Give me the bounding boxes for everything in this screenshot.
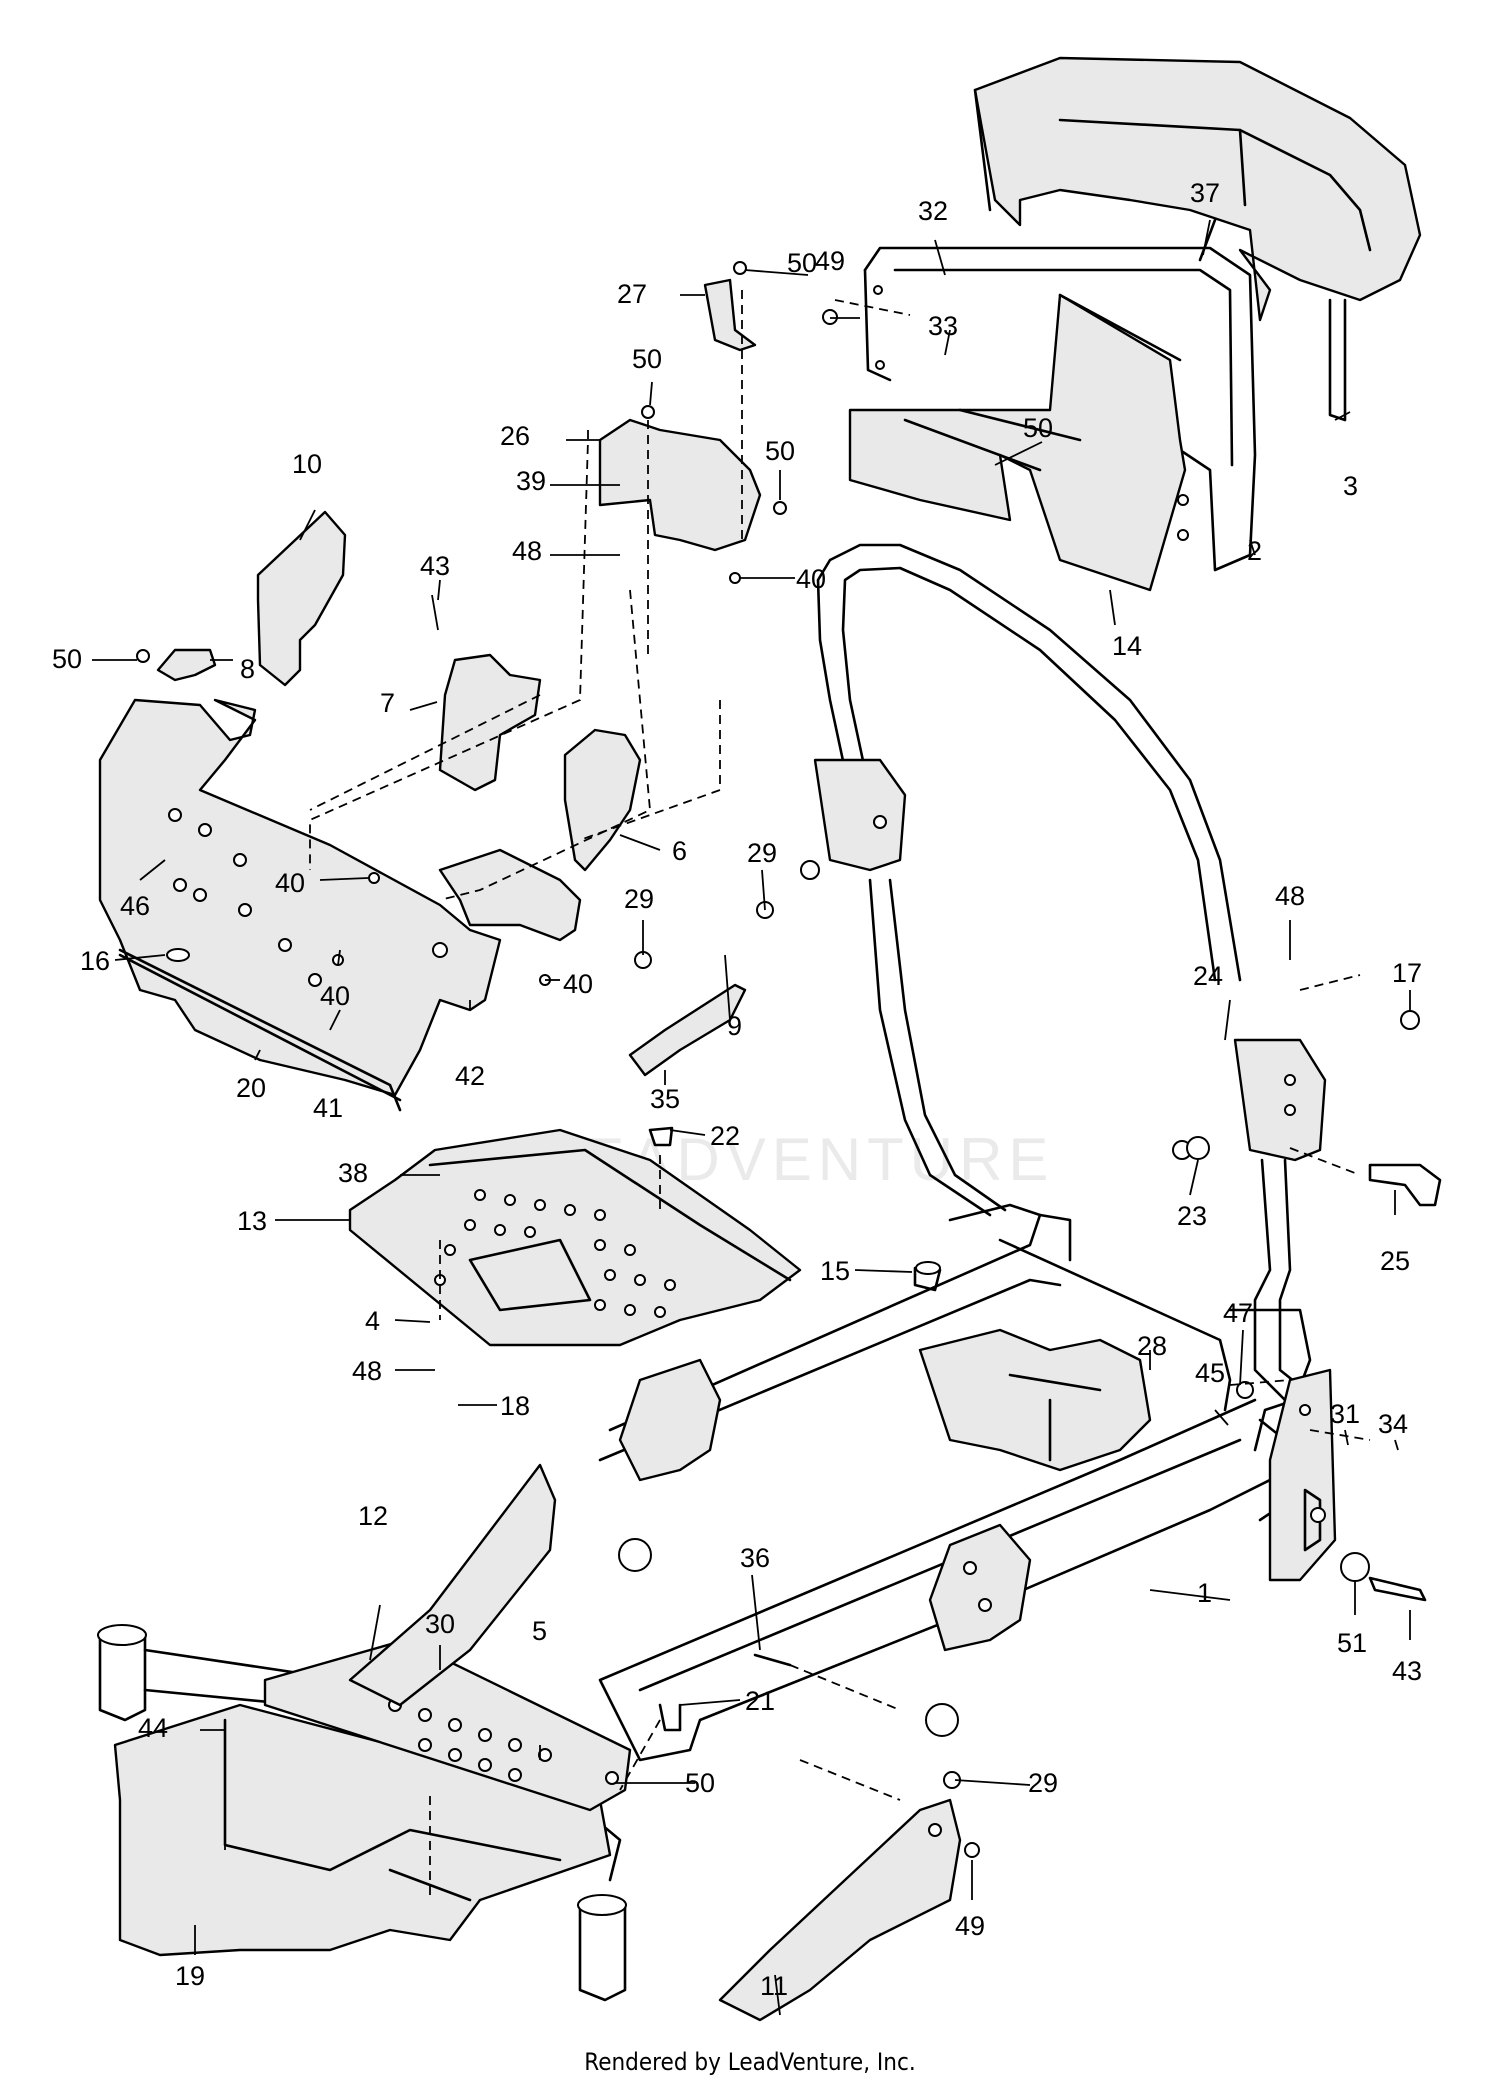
callout-50b: 50 xyxy=(632,344,662,374)
callout-26: 26 xyxy=(500,421,530,451)
callout-46: 46 xyxy=(120,891,150,921)
callout-50d: 50 xyxy=(1023,413,1053,443)
callout-5: 5 xyxy=(532,1616,547,1646)
footer-credit: Rendered by LeadVenture, Inc. xyxy=(584,2048,916,2076)
part-8-clip xyxy=(156,648,217,682)
callout-28: 28 xyxy=(1137,1331,1167,1361)
callout-40d: 40 xyxy=(563,969,593,999)
callout-39: 39 xyxy=(516,466,546,496)
callout-2: 2 xyxy=(1247,536,1262,566)
callout-27: 27 xyxy=(617,279,647,309)
callout-29a: 29 xyxy=(747,838,777,868)
callout-1: 1 xyxy=(1197,1578,1212,1608)
callout-30: 30 xyxy=(425,1609,455,1639)
part-27-bracket xyxy=(703,278,757,352)
callout-49b: 49 xyxy=(955,1911,985,1941)
callout-50c: 50 xyxy=(765,436,795,466)
callout-48c: 48 xyxy=(352,1356,382,1386)
callout-14: 14 xyxy=(1112,631,1142,661)
part-1-main-frame xyxy=(598,1203,1337,1762)
part-6-bracket xyxy=(563,728,642,872)
callout-43b: 43 xyxy=(1392,1656,1422,1686)
callout-labels: 1 2 3 4 5 6 7 8 9 10 11 12 13 14 15 16 1… xyxy=(52,178,1422,2001)
part-26-bracket xyxy=(598,418,762,552)
callout-40c: 40 xyxy=(320,981,350,1011)
callout-23: 23 xyxy=(1177,1201,1207,1231)
hardware-items xyxy=(136,218,1442,1858)
callout-50e: 50 xyxy=(52,644,82,674)
callout-24: 24 xyxy=(1193,961,1223,991)
callout-11: 11 xyxy=(760,1971,788,2001)
callout-18: 18 xyxy=(500,1391,530,1421)
callout-15: 15 xyxy=(820,1256,850,1286)
callout-7: 7 xyxy=(380,688,395,718)
callout-22: 22 xyxy=(710,1121,740,1151)
callout-47: 47 xyxy=(1223,1298,1253,1328)
callout-36: 36 xyxy=(740,1543,770,1573)
callout-leader-lines xyxy=(92,219,1411,2016)
part-9-lever-bracket xyxy=(628,983,747,1077)
callout-42: 42 xyxy=(455,1061,485,1091)
callout-35: 35 xyxy=(650,1084,680,1114)
callout-13: 13 xyxy=(237,1206,267,1236)
callout-9: 9 xyxy=(727,1011,742,1041)
part-20-console-panel xyxy=(98,698,582,1112)
part-13-floor-pan xyxy=(348,1128,802,1347)
callout-10: 10 xyxy=(292,449,322,479)
callout-41: 41 xyxy=(313,1093,343,1123)
callout-43a: 43 xyxy=(420,551,450,581)
callout-6: 6 xyxy=(672,836,687,866)
part-3-rear-cover xyxy=(973,56,1422,422)
callout-33: 33 xyxy=(928,311,958,341)
callout-21: 21 xyxy=(745,1686,775,1716)
callout-38: 38 xyxy=(338,1158,368,1188)
part-14-seat-pan xyxy=(848,293,1187,592)
callout-16: 16 xyxy=(80,946,110,976)
callout-51: 51 xyxy=(1337,1628,1367,1658)
callout-4: 4 xyxy=(365,1306,380,1336)
rops-roll-bar xyxy=(800,543,1327,1402)
part-11-right-step xyxy=(718,1798,962,2022)
callout-31: 31 xyxy=(1330,1399,1360,1429)
callout-19: 19 xyxy=(175,1961,205,1991)
callout-34: 34 xyxy=(1378,1409,1408,1439)
callout-29b: 29 xyxy=(624,884,654,914)
part-7-bracket xyxy=(438,653,542,792)
callout-25: 25 xyxy=(1380,1246,1410,1276)
callout-3: 3 xyxy=(1343,471,1358,501)
part-10-bracket xyxy=(256,510,347,687)
callout-29c: 29 xyxy=(1028,1768,1058,1798)
callout-17: 17 xyxy=(1392,958,1422,988)
part-2-seat-support xyxy=(863,246,1257,572)
assembly-dashed-lines xyxy=(224,290,1371,1895)
callout-50f: 50 xyxy=(685,1768,715,1798)
callout-37: 37 xyxy=(1190,178,1220,208)
callout-12: 12 xyxy=(358,1501,388,1531)
callout-50a: 50 xyxy=(787,248,817,278)
callout-48a: 48 xyxy=(512,536,542,566)
callout-20: 20 xyxy=(236,1073,266,1103)
callout-40a: 40 xyxy=(796,564,826,594)
callout-40b: 40 xyxy=(275,868,305,898)
callout-32: 32 xyxy=(918,196,948,226)
floor-pan-holes xyxy=(434,1189,676,1318)
callout-44: 44 xyxy=(138,1713,168,1743)
callout-48b: 48 xyxy=(1275,881,1305,911)
callout-45: 45 xyxy=(1195,1358,1225,1388)
part-12-left-deflector xyxy=(348,1463,557,1707)
callout-8: 8 xyxy=(240,654,255,684)
callout-49a: 49 xyxy=(815,246,845,276)
